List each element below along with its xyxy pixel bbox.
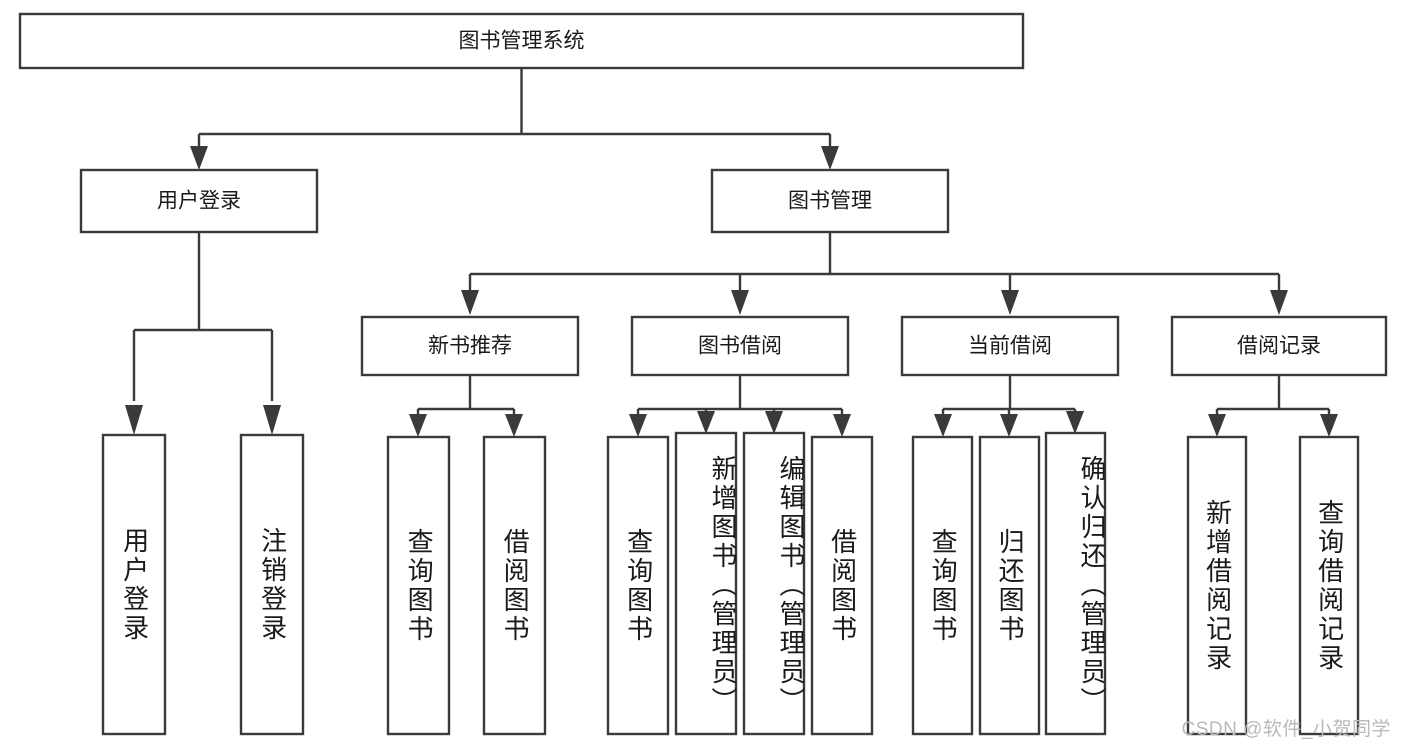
leaf-box-add-record[interactable] [1186, 435, 1248, 736]
arrow-head-leaf-add-book [697, 411, 715, 434]
node-box-current-borrow[interactable] [900, 315, 1120, 377]
arrow-head-user-login [190, 146, 208, 170]
leaf-box-user-login[interactable] [101, 433, 167, 736]
arrow-head-current-borrow [1001, 290, 1019, 315]
connector-group-borrow-record [1208, 375, 1338, 437]
node-box-new-book-recommend[interactable] [360, 315, 580, 377]
node-label-book-management: 图书管理 [788, 190, 872, 213]
node-box-borrow-record[interactable] [1170, 315, 1388, 377]
arrow-head-leaf-return-book [1000, 414, 1018, 437]
arrow-head-borrow-record [1270, 290, 1288, 315]
node-label-root: 图书管理系统 [459, 30, 585, 53]
node-box-book-management[interactable] [710, 168, 950, 234]
leaf-box-add-book[interactable] [674, 431, 738, 736]
arrow-head-leaf-borrow-book-2 [833, 414, 851, 437]
leaf-box-confirm-return[interactable] [1044, 431, 1107, 736]
arrow-head-book-management [821, 146, 839, 170]
arrow-head-leaf-user-login [125, 405, 143, 435]
csdn-watermark: CSDN @软件_小贺同学 [1181, 719, 1391, 740]
arrow-head-new-book-recommend [461, 290, 479, 315]
connector-group-user-login [125, 232, 281, 435]
arrow-head-leaf-query-record [1320, 414, 1338, 437]
connector-group-new-book-recommend [409, 375, 523, 437]
arrow-head-leaf-confirm-return [1066, 411, 1084, 434]
leaf-box-logout-login[interactable] [239, 433, 305, 736]
leaf-box-return-book[interactable] [978, 435, 1041, 736]
node-label-borrow-record: 借阅记录 [1237, 335, 1321, 358]
node-box-book-borrow[interactable] [630, 315, 850, 377]
arrow-head-leaf-logout-login [263, 405, 281, 435]
connector-group-book-borrow [629, 375, 851, 437]
node-label-current-borrow: 当前借阅 [968, 335, 1052, 358]
leaf-box-query-record[interactable] [1298, 435, 1360, 736]
leaf-box-query-book-2[interactable] [606, 435, 670, 736]
arrow-head-leaf-query-book-2 [629, 414, 647, 437]
arrow-head-leaf-query-book-1 [409, 414, 427, 437]
arrow-head-leaf-edit-book [765, 411, 783, 434]
node-label-new-book-recommend: 新书推荐 [428, 335, 512, 358]
arrow-head-leaf-query-book-3 [934, 414, 952, 437]
arrow-head-book-borrow [731, 290, 749, 315]
node-label-book-borrow: 图书借阅 [698, 335, 782, 358]
leaf-box-query-book-3[interactable] [911, 435, 974, 736]
leaf-box-edit-book[interactable] [742, 431, 806, 736]
arrow-head-leaf-add-record [1208, 414, 1226, 437]
leaf-box-borrow-book-1[interactable] [482, 435, 547, 736]
arrow-head-leaf-borrow-book-1 [505, 414, 523, 437]
connector-group-root [190, 68, 839, 170]
node-label-user-login: 用户登录 [157, 190, 241, 213]
leaf-box-borrow-book-2[interactable] [810, 435, 874, 736]
node-box-user-login[interactable] [79, 168, 319, 234]
connector-group-book-management [461, 232, 1288, 315]
leaf-box-query-book-1[interactable] [386, 435, 451, 736]
connector-group-current-borrow [934, 375, 1084, 437]
node-box-root[interactable] [18, 12, 1025, 70]
